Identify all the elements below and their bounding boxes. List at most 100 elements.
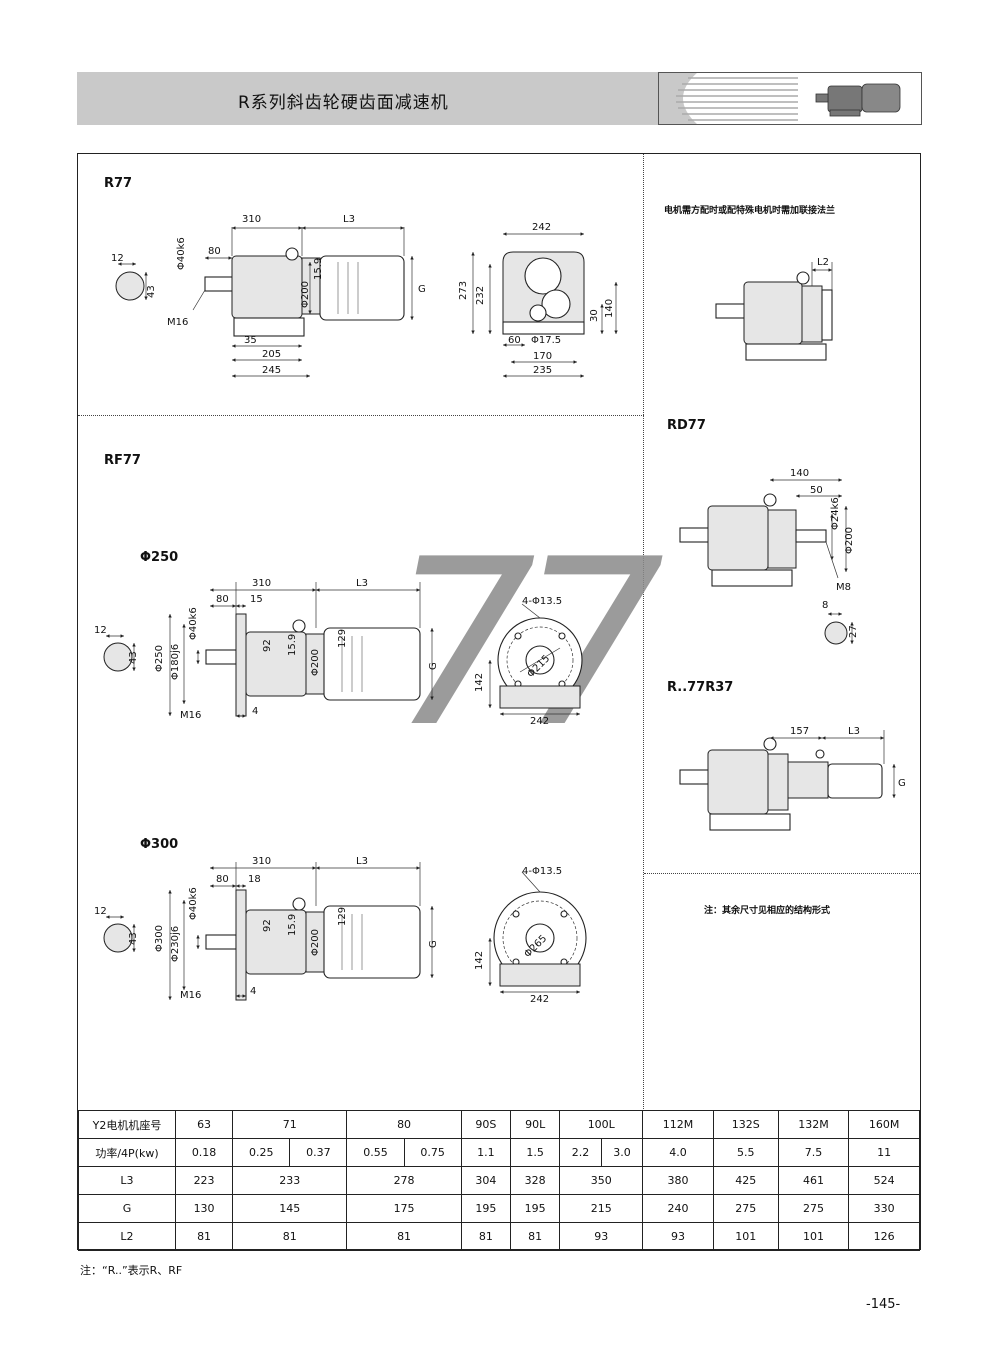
- header-stripe-graphic: [658, 72, 922, 125]
- svg-text:G: G: [428, 940, 439, 948]
- table-cell: 0.25: [232, 1138, 291, 1167]
- svg-text:205: 205: [262, 349, 281, 360]
- note-other-dims: 注：其余尺寸见相应的结构形式: [704, 906, 831, 916]
- table-cell: 0.75: [403, 1138, 462, 1167]
- table-cell: 3.0: [600, 1138, 644, 1167]
- table-cell: 71: [232, 1110, 348, 1139]
- svg-text:4: 4: [252, 706, 258, 717]
- svg-text:12: 12: [111, 253, 124, 264]
- svg-text:140: 140: [604, 299, 615, 318]
- svg-text:242: 242: [530, 994, 549, 1005]
- svg-text:M8: M8: [836, 582, 851, 593]
- table-cell: 0.55: [346, 1138, 405, 1167]
- svg-text:G: G: [418, 284, 426, 295]
- page-number: -145-: [866, 1297, 901, 1312]
- gearmotor-photo-icon: [815, 83, 901, 117]
- table-cell: 524: [848, 1166, 920, 1195]
- table-cell: 0.18: [174, 1138, 234, 1167]
- svg-text:129: 129: [337, 629, 348, 648]
- table-cell: 93: [642, 1222, 714, 1251]
- table-cell: 145: [232, 1194, 348, 1223]
- svg-text:80: 80: [208, 246, 221, 257]
- table-cell: 4.0: [642, 1138, 714, 1167]
- section-label-phi300: Φ300: [140, 837, 179, 852]
- table-cell: 80: [346, 1110, 462, 1139]
- svg-text:92: 92: [262, 919, 273, 932]
- table-cell: 93: [559, 1222, 644, 1251]
- section-label-r77r37: R..77R37: [667, 680, 734, 695]
- svg-text:15: 15: [250, 594, 263, 605]
- svg-text:60: 60: [508, 335, 521, 346]
- section-label-rf77: RF77: [104, 453, 141, 468]
- svg-text:50: 50: [810, 485, 823, 496]
- row-label: Y2电机机座号: [78, 1110, 176, 1139]
- svg-text:157: 157: [790, 726, 809, 737]
- svg-text:4: 4: [250, 986, 256, 997]
- svg-text:273: 273: [458, 281, 469, 300]
- table-cell: 81: [509, 1222, 561, 1251]
- section-label-phi250: Φ250: [140, 550, 179, 565]
- row-label: L3: [78, 1166, 176, 1195]
- svg-text:80: 80: [216, 594, 229, 605]
- table-cell: 330: [848, 1194, 920, 1223]
- svg-text:129: 129: [337, 907, 348, 926]
- svg-text:235: 235: [533, 365, 552, 376]
- row-label: G: [78, 1194, 176, 1223]
- svg-text:18: 18: [248, 874, 261, 885]
- table-cell: 240: [642, 1194, 714, 1223]
- svg-text:Φ230j6: Φ230j6: [170, 926, 181, 962]
- svg-text:242: 242: [530, 716, 549, 727]
- table-cell: 11: [848, 1138, 920, 1167]
- svg-text:232: 232: [475, 286, 486, 305]
- r77-flange-view: L2: [715, 257, 833, 361]
- svg-text:Φ24k6: Φ24k6: [830, 497, 841, 530]
- table-cell: 1.5: [509, 1138, 561, 1167]
- table-cell: 100L: [559, 1110, 644, 1139]
- svg-text:8: 8: [822, 600, 828, 611]
- table-cell: 328: [509, 1166, 561, 1195]
- svg-text:43: 43: [128, 651, 139, 664]
- rf300-end-view: 4-Φ13.5 Φ265 142 242: [474, 866, 587, 1005]
- svg-text:Φ40k6: Φ40k6: [188, 887, 199, 920]
- svg-text:Φ40k6: Φ40k6: [176, 237, 187, 270]
- svg-text:Φ250: Φ250: [154, 645, 165, 672]
- svg-text:L3: L3: [356, 856, 368, 867]
- table-cell: 215: [559, 1194, 644, 1223]
- table-cell: 112M: [642, 1110, 714, 1139]
- svg-text:Φ17.5: Φ17.5: [531, 335, 561, 346]
- svg-text:170: 170: [533, 351, 552, 362]
- svg-text:27: 27: [848, 625, 859, 638]
- table-cell: 132S: [712, 1110, 779, 1139]
- rf250-end-view: 4-Φ13.5 Φ215 142 242: [474, 596, 583, 727]
- row-label: 功率/4P(kw): [78, 1138, 176, 1167]
- divider-vertical: [643, 154, 644, 1109]
- svg-text:30: 30: [589, 309, 600, 322]
- svg-text:Φ200: Φ200: [300, 281, 311, 308]
- table-cell: 0.37: [289, 1138, 348, 1167]
- svg-text:310: 310: [252, 856, 271, 867]
- svg-text:310: 310: [252, 578, 271, 589]
- svg-text:242: 242: [532, 222, 551, 233]
- svg-text:Φ180j6: Φ180j6: [170, 644, 181, 680]
- svg-text:142: 142: [474, 951, 485, 970]
- svg-text:80: 80: [216, 874, 229, 885]
- table-cell: 461: [777, 1166, 850, 1195]
- table-cell: 275: [712, 1194, 779, 1223]
- table-cell: 1.1: [460, 1138, 512, 1167]
- table-cell: 175: [346, 1194, 462, 1223]
- svg-text:Φ200: Φ200: [844, 527, 855, 554]
- footer-note: 注：“R..”表示R、RF: [80, 1264, 183, 1277]
- table-cell: 81: [460, 1222, 512, 1251]
- svg-text:35: 35: [244, 335, 257, 346]
- svg-text:245: 245: [262, 365, 281, 376]
- table-cell: 7.5: [777, 1138, 850, 1167]
- svg-text:15.9: 15.9: [287, 914, 298, 936]
- table-cell: 350: [559, 1166, 644, 1195]
